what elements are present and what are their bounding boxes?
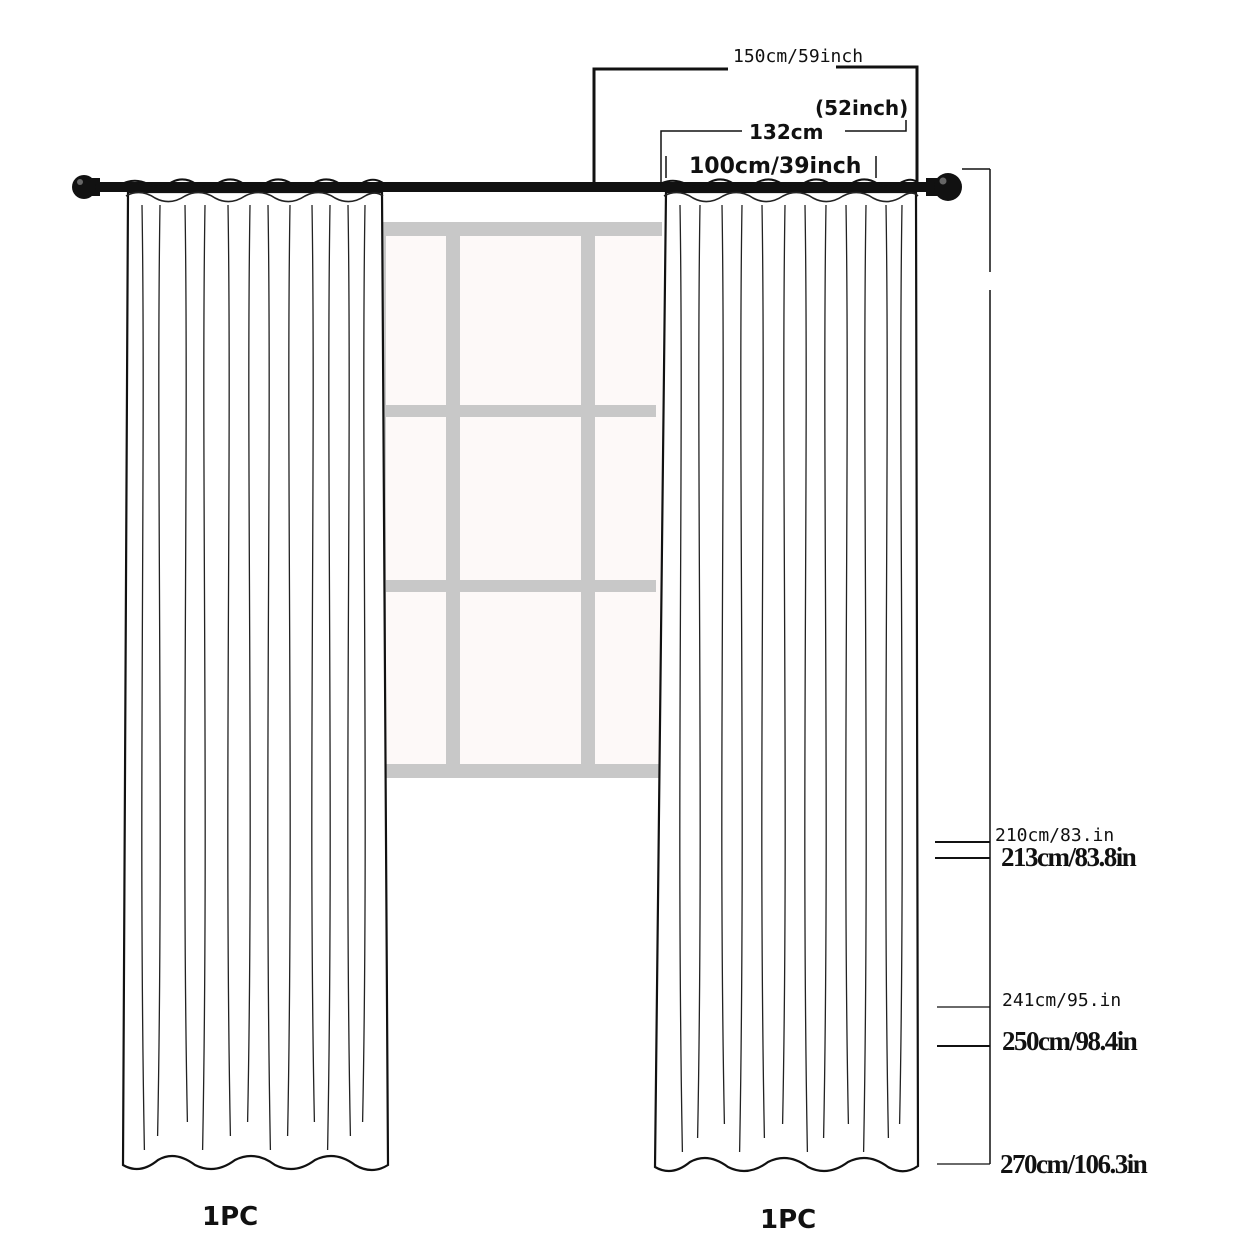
rod-bar: [80, 182, 950, 192]
curtain-fold-line: [311, 204, 316, 1123]
curtain-fold-line: [326, 204, 331, 1151]
rod-width-bracket-right: [836, 65, 919, 182]
curtain-fold-line: [845, 204, 850, 1125]
left-panel-count-label: 1PC: [202, 1202, 258, 1232]
curtain-fold-line: [898, 204, 903, 1125]
curtain-fold-line: [696, 204, 701, 1139]
width-dimension-lines: [592, 65, 919, 186]
curtain-fold-line: [679, 204, 684, 1153]
curtain-fold-line: [286, 204, 291, 1137]
extra-width-cm-label: 132cm: [749, 120, 823, 144]
curtain-fold-line: [201, 204, 206, 1151]
right-panel-count-label: 1PC: [760, 1205, 816, 1235]
curtain-fold-line: [347, 204, 352, 1137]
curtain-fold-line: [781, 204, 786, 1125]
rod-width-bracket-left: [592, 67, 728, 186]
extra-width-bracket-right: [845, 120, 907, 132]
curtain-fold-line: [761, 204, 766, 1139]
curtain-rod-finial-icon: [926, 173, 962, 201]
rod-width-label: 150cm/59inch: [733, 46, 863, 67]
curtain-fold-line: [721, 204, 726, 1125]
length-label-250: 250cm/98.4in: [1002, 1026, 1138, 1056]
curtain-fold-line: [267, 204, 272, 1151]
length-label-210: 210cm/83.in: [995, 825, 1114, 846]
curtain-fold-line: [141, 204, 146, 1151]
curtain-fold-line: [227, 204, 232, 1137]
length-scale: [935, 168, 991, 1165]
curtain-fold-line: [738, 204, 743, 1153]
extra-width-bracket-left: [660, 130, 742, 186]
length-label-241: 241cm/95.in: [1002, 990, 1121, 1011]
length-label-213: 213cm/83.8in: [1001, 842, 1137, 872]
extra-width-inch-label: (52inch): [815, 96, 908, 120]
right-curtain-panel: [653, 178, 920, 1173]
window: [380, 222, 662, 778]
curtain-fold-line: [885, 204, 890, 1139]
curtain-fold-line: [246, 204, 251, 1123]
left-curtain-panel: [121, 178, 390, 1172]
window-glass: [380, 222, 662, 776]
curtain-fold-line: [156, 204, 161, 1137]
curtain-fold-line: [361, 204, 366, 1123]
length-label-270: 270cm/106.3in: [1000, 1149, 1148, 1179]
curtain-fold-line: [804, 204, 809, 1153]
curtain-fold-line: [822, 204, 827, 1139]
curtain-rod-finial-icon: [72, 175, 100, 199]
curtain-rod: [72, 173, 962, 201]
panel-width-label: 100cm/39inch: [689, 154, 861, 179]
curtain-fold-line: [184, 204, 189, 1123]
curtain-fold-line: [862, 204, 867, 1153]
